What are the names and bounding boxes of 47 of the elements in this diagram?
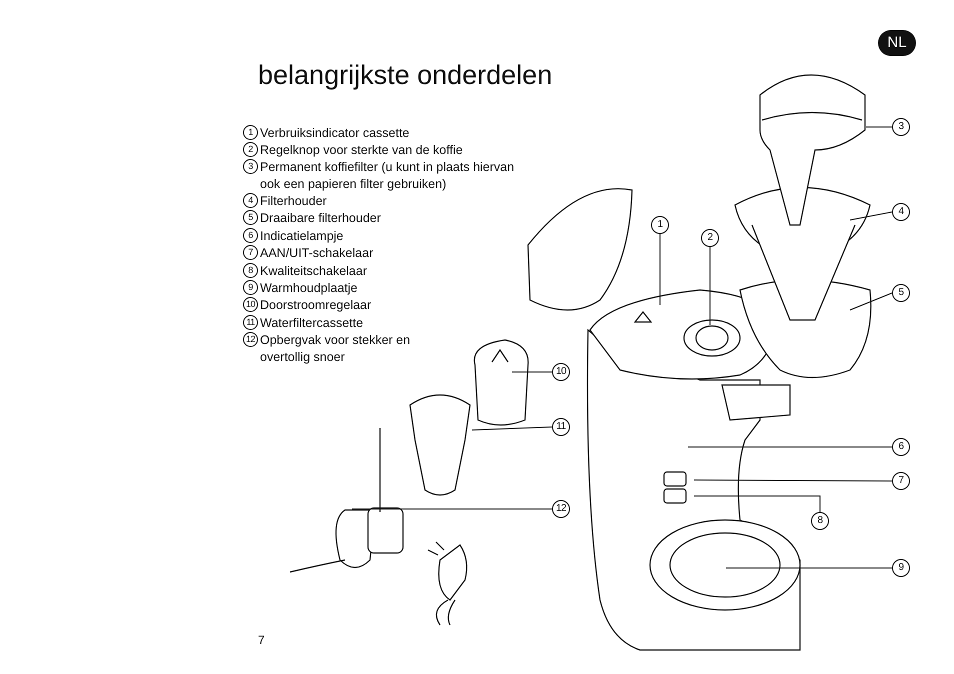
- part-description: Opbergvak voor stekker en overtollig snoer: [260, 332, 412, 366]
- list-number: 1: [243, 125, 258, 140]
- list-number: 8: [243, 263, 258, 278]
- callout-number: 12: [552, 500, 570, 518]
- list-number: 7: [243, 245, 258, 260]
- leader-line: [472, 426, 552, 430]
- part-description: Regelknop voor sterkte van de koffie: [260, 142, 464, 159]
- leader-line: [866, 126, 892, 128]
- leader-line: [850, 292, 892, 310]
- list-number: 6: [243, 228, 258, 243]
- list-number: 2: [243, 142, 258, 157]
- callout-number: 3: [892, 118, 910, 136]
- callout-number: 10: [552, 363, 570, 381]
- language-badge: NL: [878, 30, 916, 56]
- page-number: 7: [258, 633, 265, 647]
- part-description: Indicatielampje: [260, 228, 344, 245]
- list-number: 3: [243, 159, 258, 174]
- leader-line: [352, 508, 552, 510]
- leader-line: [694, 480, 892, 482]
- part-description: Verbruiksindicator cassette: [260, 125, 410, 142]
- callout-number: 4: [892, 203, 910, 221]
- leader-line: [694, 496, 820, 512]
- part-description: Kwaliteitschakelaar: [260, 263, 368, 280]
- callout-number: 7: [892, 472, 910, 490]
- callout-number: 8: [811, 512, 829, 530]
- callout-number: 9: [892, 559, 910, 577]
- leader-line: [688, 446, 892, 448]
- list-number: 4: [243, 193, 258, 208]
- list-number: 9: [243, 280, 258, 295]
- part-description: Waterfiltercassette: [260, 315, 364, 332]
- part-description: Draaibare filterhouder: [260, 210, 382, 227]
- part-description: AAN/UIT-schakelaar: [260, 245, 374, 262]
- callout-number: 6: [892, 438, 910, 456]
- callout-number: 2: [701, 229, 719, 247]
- page-title: belangrijkste onderdelen: [258, 60, 552, 91]
- list-number: 10: [243, 297, 258, 312]
- part-description: Filterhouder: [260, 193, 328, 210]
- callout-number: 1: [651, 216, 669, 234]
- list-number: 5: [243, 210, 258, 225]
- leader-line: [850, 212, 892, 220]
- part-description: Doorstroomregelaar: [260, 297, 372, 314]
- callout-number: 5: [892, 284, 910, 302]
- list-number: 11: [243, 315, 258, 330]
- part-description: Warmhoudplaatje: [260, 280, 359, 297]
- list-number: 12: [243, 332, 258, 347]
- callout-number: 11: [552, 418, 570, 436]
- part-description: Permanent koffiefilter (u kunt in plaats hiervan ook een papieren filter gebruiken): [260, 159, 516, 193]
